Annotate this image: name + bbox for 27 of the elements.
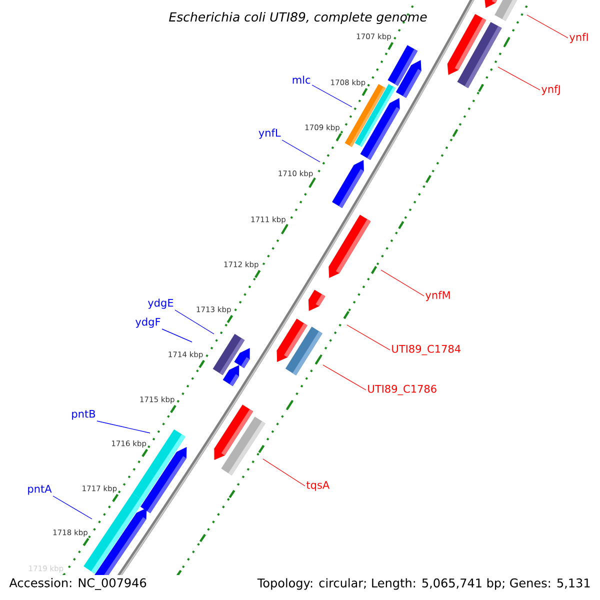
gene-label: pntB (72, 410, 96, 420)
leader-line (312, 84, 352, 108)
accession-text: Accession: NC_007946 (9, 578, 146, 590)
gene-label: ydgF (136, 318, 160, 328)
leader-line (96, 420, 150, 434)
gene-label: ynfL (258, 128, 281, 139)
leader-line (162, 328, 192, 342)
gene-label: tqsA (306, 481, 330, 491)
gene-label: mlc (292, 76, 310, 84)
leader-line (174, 310, 214, 334)
leader-line (262, 458, 306, 486)
gene-label: ydgE (148, 298, 174, 309)
leader-line (498, 66, 540, 90)
gene-label: UTI89_C1784 (392, 344, 460, 356)
leader-line (322, 364, 366, 390)
title: Escherichia coli UTI89, complete genome (169, 12, 427, 24)
gene-label: ynfM (426, 290, 450, 302)
gene-label: ynfJ (542, 84, 560, 96)
leader-line (282, 140, 320, 162)
leader-line (526, 14, 568, 38)
leader-line (380, 270, 424, 296)
gene-label: ynfI (570, 32, 588, 44)
genome-info-text: Topology: circular; Length: 5,065,741 bp; Genes: 5,131 (257, 578, 590, 590)
gene-label: pntA (28, 484, 52, 495)
leader-line (52, 496, 92, 520)
gene-label: UTI89_C1786 (368, 384, 436, 396)
leader-line (346, 324, 390, 350)
